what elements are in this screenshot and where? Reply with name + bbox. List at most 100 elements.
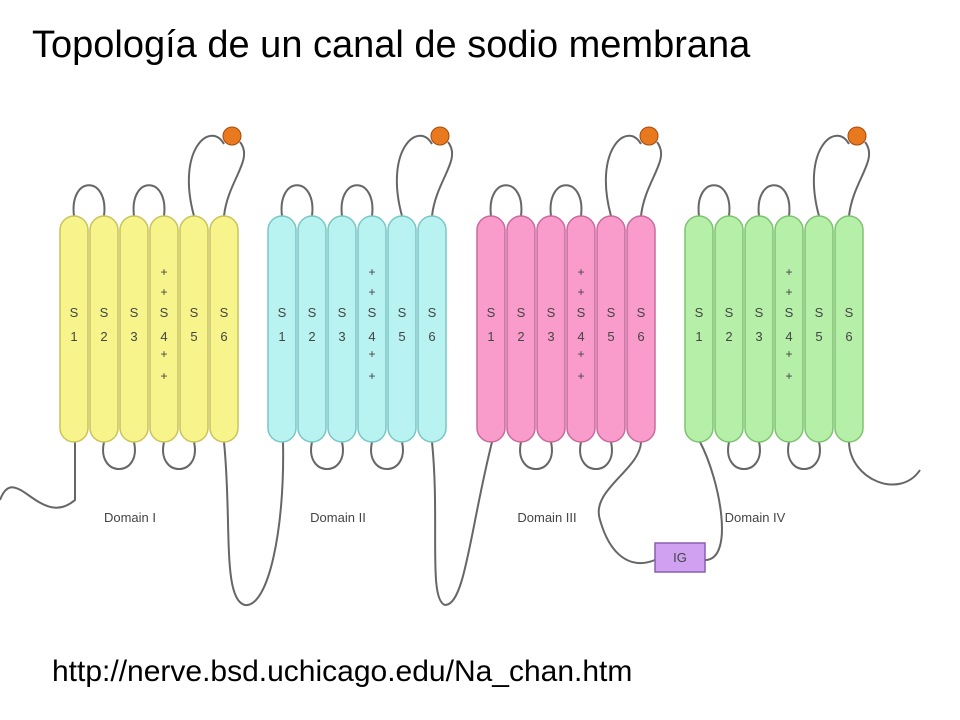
segment-number: 6 — [637, 329, 644, 344]
domain-label: Domain II — [310, 510, 366, 525]
segment-number: 6 — [428, 329, 435, 344]
segment-letter: S — [637, 305, 646, 320]
segment-number: 5 — [190, 329, 197, 344]
c-terminus-chain — [848, 441, 921, 486]
segment-s3 — [327, 215, 357, 443]
ig-label: IG — [673, 550, 687, 565]
segment-s1 — [476, 215, 506, 443]
segment-s1 — [267, 215, 297, 443]
page-title: Topología de un canal de sodio membrana — [32, 24, 751, 66]
segment-letter: S — [398, 305, 407, 320]
segment-letter: S — [815, 305, 824, 320]
segment-letter: S — [190, 305, 199, 320]
n-terminus-chain — [0, 442, 76, 509]
extracellular-loop — [280, 184, 314, 217]
intracellular-loop — [727, 441, 761, 470]
segment-letter: S — [100, 305, 109, 320]
segment-letter: S — [547, 305, 556, 320]
pore-loop — [605, 134, 663, 217]
linker-iii-ig — [597, 441, 656, 565]
segment-letter: S — [487, 305, 496, 320]
s4-charge: + — [577, 369, 584, 383]
segment-s3 — [744, 215, 774, 443]
segment-number: 5 — [815, 329, 822, 344]
segment-s6 — [209, 215, 239, 443]
polypeptide-chain — [0, 441, 921, 607]
s4-charge: + — [785, 369, 792, 383]
segment-s1 — [684, 215, 714, 443]
segment-letter: S — [160, 305, 169, 320]
segment-letter: S — [755, 305, 764, 320]
pore-residue-dot — [639, 126, 659, 146]
segment-s5 — [596, 215, 626, 443]
segment-s4 — [357, 215, 387, 443]
segment-letter: S — [278, 305, 287, 320]
segment-number: 2 — [308, 329, 315, 344]
segment-letter: S — [607, 305, 616, 320]
s4-charge: + — [160, 369, 167, 383]
s4-charge: + — [160, 285, 167, 299]
segment-number: 3 — [130, 329, 137, 344]
s4-charge: + — [785, 265, 792, 279]
intracellular-loop — [370, 441, 404, 470]
segment-number: 4 — [785, 329, 792, 344]
segment-letter: S — [517, 305, 526, 320]
segment-letter: S — [338, 305, 347, 320]
pore-loop — [813, 134, 871, 217]
segment-number: 5 — [607, 329, 614, 344]
s4-charge: + — [577, 347, 584, 361]
ig-group: IG — [654, 542, 706, 573]
s4-charge: + — [368, 265, 375, 279]
segment-number: 3 — [547, 329, 554, 344]
segment-number: 6 — [845, 329, 852, 344]
s4-charge: + — [785, 347, 792, 361]
pore-residue-dot — [222, 126, 242, 146]
intracellular-loop — [102, 441, 136, 470]
segment-letter: S — [845, 305, 854, 320]
segment-s2 — [506, 215, 536, 443]
segment-number: 2 — [517, 329, 524, 344]
segment-letter: S — [428, 305, 437, 320]
segment-number: 6 — [220, 329, 227, 344]
segment-number: 2 — [725, 329, 732, 344]
segment-number: 2 — [100, 329, 107, 344]
segment-number: 4 — [577, 329, 584, 344]
segment-number: 1 — [70, 329, 77, 344]
segment-s6 — [626, 215, 656, 443]
segment-s4 — [774, 215, 804, 443]
segment-letter: S — [308, 305, 317, 320]
linker-i-ii — [223, 441, 285, 607]
segment-letter: S — [725, 305, 734, 320]
segment-s5 — [179, 215, 209, 443]
intracellular-loop — [787, 441, 821, 470]
s4-charge: + — [160, 347, 167, 361]
linker-ii-iii — [431, 441, 493, 607]
domain-label: Domain III — [517, 510, 576, 525]
pore-residue-dot — [430, 126, 450, 146]
segment-s4 — [566, 215, 596, 443]
segment-letter: S — [695, 305, 704, 320]
intracellular-loop — [162, 441, 196, 470]
extracellular-loop — [340, 184, 374, 217]
segment-number: 1 — [695, 329, 702, 344]
segment-s3 — [536, 215, 566, 443]
segment-s6 — [417, 215, 447, 443]
segment-number: 4 — [160, 329, 167, 344]
segment-s2 — [297, 215, 327, 443]
s4-charge: + — [368, 369, 375, 383]
extracellular-loop — [489, 184, 523, 217]
s4-charge: + — [785, 285, 792, 299]
s4-charge: + — [577, 285, 584, 299]
source-url[interactable]: http://nerve.bsd.uchicago.edu/Na_chan.ht… — [52, 655, 633, 688]
segment-s4 — [149, 215, 179, 443]
segment-s1 — [59, 215, 89, 443]
segment-number: 4 — [368, 329, 375, 344]
segment-s2 — [89, 215, 119, 443]
intracellular-loop — [519, 441, 553, 470]
domain-label: Domain IV — [725, 510, 786, 525]
